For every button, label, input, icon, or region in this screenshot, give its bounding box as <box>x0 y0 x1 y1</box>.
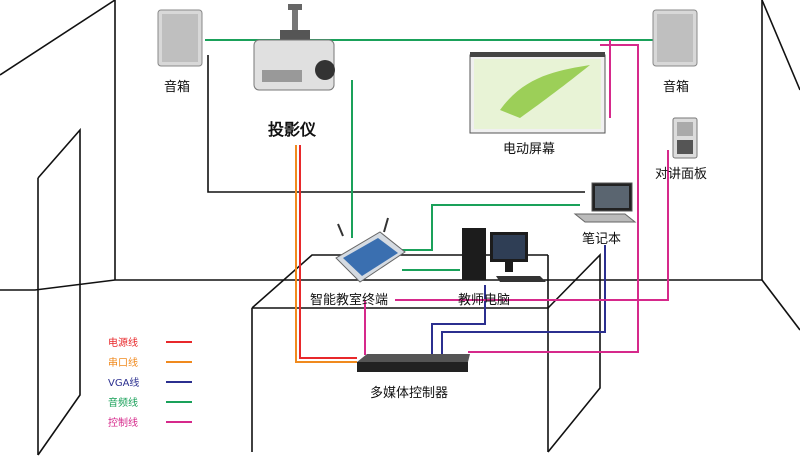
serial-cable <box>295 145 357 363</box>
intercom-label: 对讲面板 <box>655 167 708 182</box>
laptop-icon <box>573 182 637 223</box>
legend: 电源线 串口线 VGA线 音频线 控制线 <box>108 333 198 433</box>
speaker-right-icon <box>652 9 698 67</box>
controller-label: 多媒体控制器 <box>370 386 449 401</box>
multimedia-controller-icon <box>357 354 470 372</box>
smart-terminal-icon <box>335 217 406 283</box>
speaker-left-icon <box>157 9 203 67</box>
legend-item-power: 电源线 <box>108 333 198 353</box>
teacher-pc-icon <box>462 228 546 282</box>
laptop-label: 笔记本 <box>582 232 622 247</box>
legend-label: VGA线 <box>108 378 140 389</box>
speaker-left-label: 音箱 <box>164 80 191 95</box>
legend-swatch-power <box>166 341 192 343</box>
teacher-pc-label: 教师电脑 <box>458 293 511 308</box>
vga-cable-laptop <box>441 245 606 355</box>
power-cable <box>299 145 357 359</box>
projection-screen-icon <box>469 52 606 134</box>
legend-item-serial: 串口线 <box>108 353 198 373</box>
projector-icon <box>253 4 335 91</box>
legend-item-control: 控制线 <box>108 413 198 433</box>
speaker-right-label: 音箱 <box>663 80 690 95</box>
legend-swatch-vga <box>166 381 192 383</box>
legend-item-vga: VGA线 <box>108 373 198 393</box>
control-cable-intercom <box>395 150 669 301</box>
legend-label: 音频线 <box>108 398 138 409</box>
legend-swatch-audio <box>166 401 192 403</box>
legend-label: 串口线 <box>108 358 138 369</box>
screen-label: 电动屏幕 <box>503 142 556 157</box>
projector-label: 投影仪 <box>268 120 317 139</box>
legend-item-audio: 音频线 <box>108 393 198 413</box>
intercom-panel-icon <box>672 117 698 159</box>
terminal-label: 智能教室终端 <box>310 293 389 308</box>
cables <box>205 39 669 363</box>
legend-swatch-control <box>166 421 192 423</box>
vga-cable-pc <box>431 285 486 355</box>
audio-cable-laptop <box>402 204 580 251</box>
control-cable-controller <box>468 44 639 353</box>
legend-label: 电源线 <box>108 338 138 349</box>
legend-label: 控制线 <box>108 418 138 429</box>
legend-swatch-serial <box>166 361 192 363</box>
